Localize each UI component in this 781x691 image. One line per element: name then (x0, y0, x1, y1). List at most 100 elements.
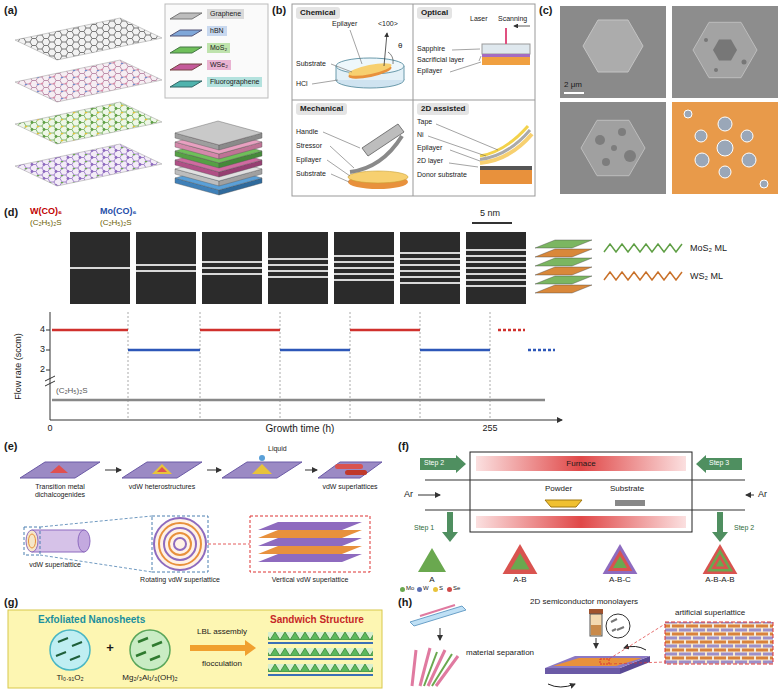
cvd-furnace-sketch (420, 455, 466, 473)
part-label: A-B-C (609, 575, 631, 585)
cvd-furnace-sketch (425, 480, 745, 510)
vdw-process-sketch (152, 516, 208, 572)
vdw-process-sketch (258, 546, 362, 554)
chemical-etch-sketch (384, 33, 387, 66)
cvd-furnace-sketch (418, 495, 440, 496)
sem-images (718, 117, 732, 131)
part-label: artificial superlattice (675, 608, 745, 618)
superlattice-stack (535, 240, 592, 248)
superlattice-assembly-sketch (410, 605, 773, 687)
superlattice-assembly-sketch (545, 656, 650, 668)
part-label: vdW heterostructures (129, 483, 196, 491)
superlattice-stack (535, 240, 592, 293)
part-label: Transition metal dichalcogenides (14, 483, 106, 500)
panel-letter: (g) (4, 596, 18, 609)
superlattice-assembly-sketch (596, 638, 597, 648)
sem-images (624, 150, 636, 162)
tem-panels (136, 232, 196, 304)
cvd-furnace-sketch (746, 495, 754, 496)
vdw-process-sketch (164, 528, 196, 560)
legend-swatch (400, 587, 405, 592)
superlattice-assembly-sketch (611, 619, 624, 631)
layer-key-box (170, 47, 202, 53)
part-label: Epilayer (296, 156, 321, 164)
lbl-assembly-sketch (268, 643, 373, 675)
part-label: Epilayer (417, 67, 442, 75)
node-text: Chemical (300, 8, 336, 18)
cvd-furnace-sketch (712, 512, 728, 542)
panel-letter: (h) (398, 596, 412, 609)
layer-key-box (170, 13, 202, 19)
vdw-process-sketch (20, 462, 100, 478)
lbl-assembly-sketch (190, 640, 256, 656)
legend-text: Mo (406, 585, 414, 592)
transfer-methods-frame (292, 4, 535, 196)
sem-images (719, 166, 731, 178)
part-label: Epilayer (417, 144, 442, 152)
node-text: MoS₂ (210, 44, 227, 52)
superlattice-assembly-sketch (665, 622, 773, 664)
vdw-process-sketch (335, 464, 363, 469)
layer-key-box (165, 4, 268, 98)
legend-swatch (417, 587, 422, 592)
vdw-process-sketch (207, 470, 221, 471)
sem-images (704, 38, 708, 42)
tem-panels (472, 222, 512, 224)
monolayer-samples (604, 272, 682, 280)
vdw-process-sketch (258, 530, 362, 538)
vdw-process-sketch (50, 465, 68, 473)
heterostructure-layers (15, 18, 162, 60)
panel-letter: (b) (272, 4, 286, 17)
sem-images (714, 68, 718, 72)
method-heading: Optical (417, 7, 452, 19)
heterostructure-layers (15, 18, 162, 186)
vdw-process-sketch (258, 554, 362, 562)
precursor-label: Mo(CO)₆ (100, 206, 137, 217)
sem-images (583, 20, 643, 72)
cvd-furnace-sketch (418, 548, 446, 572)
superlattice-assembly-sketch (545, 668, 620, 674)
node-text: Furnace (476, 456, 686, 471)
lbl-assembly-sketch (8, 610, 382, 688)
superlattice-assembly-sketch (589, 609, 603, 614)
part-label: Ni (417, 131, 424, 139)
flow-rate-plot (128, 312, 490, 418)
part-label: material separation (466, 648, 534, 658)
vdw-process-sketch (154, 518, 206, 570)
legend-text: Se (453, 585, 460, 592)
part-label: 2D layer (417, 157, 443, 165)
cvd-furnace-sketch (696, 455, 742, 473)
layer-key-box (170, 64, 202, 70)
furnace-zone: Furnace (476, 456, 686, 471)
optical-liftoff-sketch (482, 54, 530, 57)
node-text: Graphene (210, 10, 241, 18)
sem-images (672, 6, 778, 98)
layer-tag: WSe₂ (207, 60, 231, 70)
part-label: vdW superlattices (322, 483, 377, 491)
cvd-furnace-sketch (707, 549, 733, 572)
node-text: hBN (210, 27, 224, 35)
cvd-furnace-sketch (703, 544, 738, 574)
part-label: θ (398, 41, 402, 51)
vdw-process-sketch (169, 533, 191, 555)
transfer-methods-frame (292, 4, 535, 196)
lbl-assembly-sketch (136, 638, 162, 660)
vdw-process-sketch (258, 538, 362, 546)
flow-rate-plot (498, 329, 525, 332)
superlattice-assembly-sketch (606, 614, 630, 638)
part-label: Liquid (268, 445, 287, 453)
gas-label: Ar (758, 489, 767, 500)
superlattice-assembly-sketch (553, 658, 642, 666)
sem-images (560, 6, 778, 194)
flow-rate-plot (128, 349, 490, 352)
superlattice-assembly-sketch (590, 614, 602, 636)
scale-label: 5 nm (480, 208, 500, 219)
layer-key-box (170, 81, 202, 87)
part-label: Laser (470, 15, 488, 23)
legend-swatch (433, 587, 438, 592)
stacked-slabs (175, 121, 262, 195)
method-heading: Chemical (296, 7, 340, 19)
sem-images (602, 158, 610, 166)
legend-text: S (439, 585, 443, 592)
